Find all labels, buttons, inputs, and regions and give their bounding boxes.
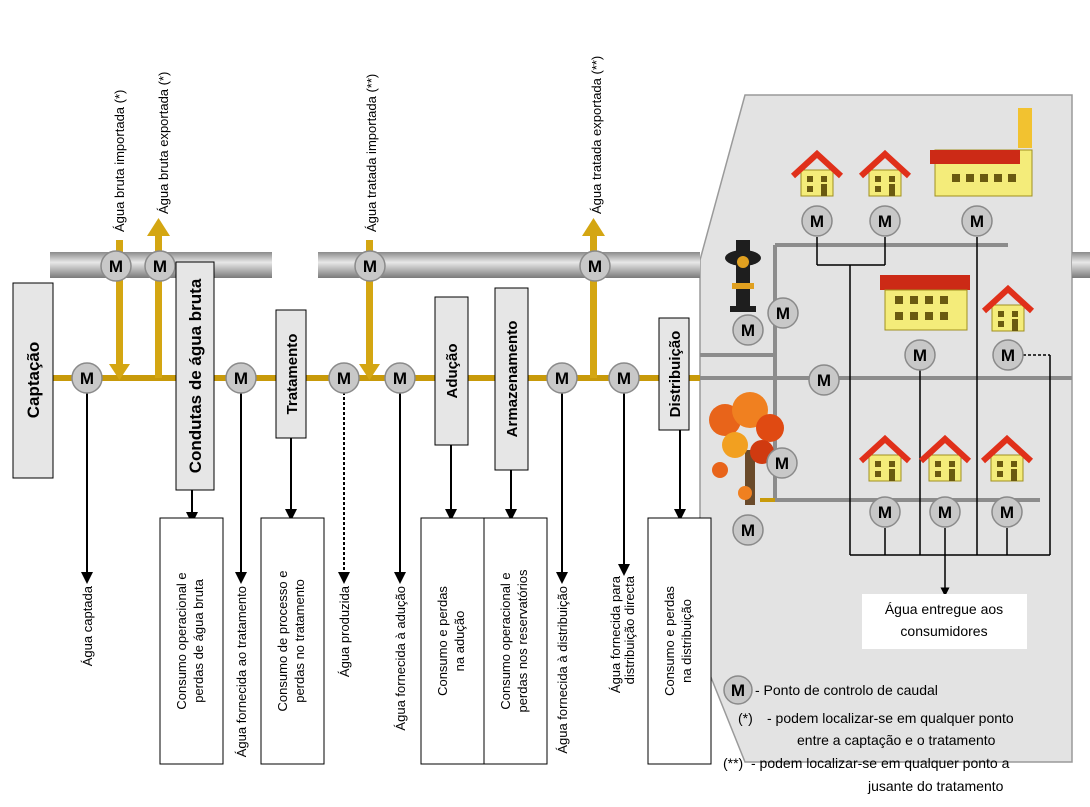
- box-bruta-1: Consumo operacional e: [174, 572, 189, 709]
- meter-tree-2: [732, 514, 764, 546]
- meter-directa: [608, 362, 640, 394]
- legend-meter-icon: [723, 675, 753, 705]
- svg-text:M: M: [617, 369, 631, 388]
- stage-aducao: Adução: [444, 343, 461, 398]
- label-fornecida-distribuicao: Água fornecida à distribuição: [555, 586, 570, 754]
- svg-text:(*): (*): [738, 710, 753, 726]
- stage-tratamento: Tratamento: [284, 334, 301, 415]
- svg-text:- podem localizar-se em qual: - podem localizar-se em qualquer ponto: [767, 710, 1014, 726]
- delivered-box: Água entregue aos consumidores: [862, 594, 1027, 649]
- meter-factory: [961, 205, 993, 237]
- meter-house-3: [992, 339, 1024, 371]
- svg-text:- Ponto de controlo de caudal: - Ponto de controlo de caudal: [755, 682, 938, 698]
- svg-text:M: M: [878, 503, 892, 522]
- label-captada: Água captada: [80, 585, 95, 666]
- office-building-icon: [880, 275, 970, 331]
- svg-text:M: M: [1001, 346, 1015, 365]
- svg-text:M: M: [878, 212, 892, 231]
- svg-text:- podem localizar-se em qualqu: - podem localizar-se em qualquer ponto a: [751, 755, 1010, 771]
- meter-house-5: [929, 496, 961, 528]
- svg-text:M: M: [731, 681, 745, 700]
- svg-text:consumidores: consumidores: [900, 623, 987, 639]
- meter-house-1: [801, 205, 833, 237]
- meter-aducao-in: [384, 362, 416, 394]
- label-tratada-importada: Água tratada importada (**): [364, 74, 379, 232]
- svg-text:M: M: [153, 257, 167, 276]
- factory-icon: [930, 108, 1033, 197]
- svg-text:entre a captação e o tratament: entre a captação e o tratamento: [797, 732, 996, 748]
- city-meter-wires: [816, 237, 1051, 597]
- label-bruta-importada: Água bruta importada (*): [112, 90, 127, 232]
- stage-armazenamento: Armazenamento: [504, 321, 521, 438]
- svg-text:Água entregue aos: Água entregue aos: [885, 601, 1003, 617]
- meter-captacao: [71, 362, 103, 394]
- meter-hydrant-2: [732, 314, 764, 346]
- label-tratada-exportada: Água tratada exportada (**): [589, 56, 604, 214]
- meter-house-2: [869, 205, 901, 237]
- box-reservatorios-2: perdas nos reservatórios: [515, 569, 530, 713]
- meter-city-main: [808, 364, 840, 396]
- meter-tratada-importada: [354, 250, 386, 282]
- meter-house-6: [991, 496, 1023, 528]
- drop-arrows: [81, 392, 686, 584]
- box-tratamento-1: Consumo de processo e: [275, 571, 290, 712]
- meter-produzida: [328, 362, 360, 394]
- svg-text:M: M: [588, 257, 602, 276]
- box-tratamento-2: perdas no tratamento: [292, 579, 307, 703]
- box-distribuicao-1: Consumo e perdas: [662, 586, 677, 696]
- flow-meters: [71, 205, 1024, 546]
- svg-text:M: M: [363, 257, 377, 276]
- svg-text:jusante do tratamento: jusante do tratamento: [867, 778, 1004, 794]
- meter-house-4: [869, 496, 901, 528]
- svg-text:M: M: [775, 454, 789, 473]
- svg-text:M: M: [234, 369, 248, 388]
- svg-text:M: M: [810, 212, 824, 231]
- svg-text:M: M: [393, 369, 407, 388]
- box-distribuicao-2: na distribuição: [679, 599, 694, 683]
- svg-text:M: M: [776, 304, 790, 323]
- label-directa-1: Água fornecida para: [608, 575, 623, 693]
- meter-bruta-exportada: [144, 250, 176, 282]
- label-produzida: Água produzida: [337, 585, 352, 677]
- svg-text:M: M: [80, 369, 94, 388]
- loss-boxes: Consumo operacional e perdas de água bru…: [159, 517, 712, 765]
- label-fornecida-aducao: Água fornecida à adução: [393, 586, 408, 731]
- meter-tratamento-in: [225, 362, 257, 394]
- svg-text:M: M: [741, 521, 755, 540]
- stage-boxes: Captação Condutas de água bruta Tratamen…: [12, 261, 690, 491]
- import-export-lines: [109, 218, 605, 380]
- stage-condutas: Condutas de água bruta: [186, 278, 205, 473]
- box-aducao-2: na adução: [452, 611, 467, 672]
- box-reservatorios-1: Consumo operacional e: [498, 572, 513, 709]
- meter-tratada-exportada: [579, 250, 611, 282]
- box-aducao-1: Consumo e perdas: [435, 586, 450, 696]
- label-fornecida-tratamento: Água fornecida ao tratamento: [234, 586, 249, 757]
- meter-hydrant-1: [767, 297, 799, 329]
- meter-tree-1: [766, 447, 798, 479]
- label-directa-2: distribuição directa: [622, 575, 637, 684]
- hydrant-icon: [725, 240, 761, 312]
- svg-text:M: M: [555, 369, 569, 388]
- top-labels: Água bruta importada (*) Água bruta expo…: [112, 56, 604, 232]
- meter-letters: M M M M M M M M M M M M M M M M M M M M …: [80, 212, 1015, 540]
- svg-text:M: M: [938, 503, 952, 522]
- legend: M - Ponto de controlo de caudal (*) - po…: [723, 675, 1014, 794]
- svg-text:M: M: [741, 321, 755, 340]
- stage-distribuicao: Distribuição: [667, 331, 684, 418]
- svg-text:M: M: [913, 346, 927, 365]
- svg-text:M: M: [109, 257, 123, 276]
- meter-distribuicao-in: [546, 362, 578, 394]
- svg-text:M: M: [337, 369, 351, 388]
- svg-text:M: M: [817, 371, 831, 390]
- stage-captacao: Captação: [24, 342, 43, 419]
- svg-text:M: M: [970, 212, 984, 231]
- meter-office: [904, 339, 936, 371]
- meter-bruta-importada: [100, 250, 132, 282]
- label-bruta-exportada: Água bruta exportada (*): [156, 72, 171, 214]
- svg-text:M: M: [1000, 503, 1014, 522]
- flow-labels: Água captada Água fornecida ao tratament…: [80, 575, 637, 757]
- svg-text:(**): (**): [723, 755, 743, 771]
- box-bruta-2: perdas de água bruta: [191, 578, 206, 702]
